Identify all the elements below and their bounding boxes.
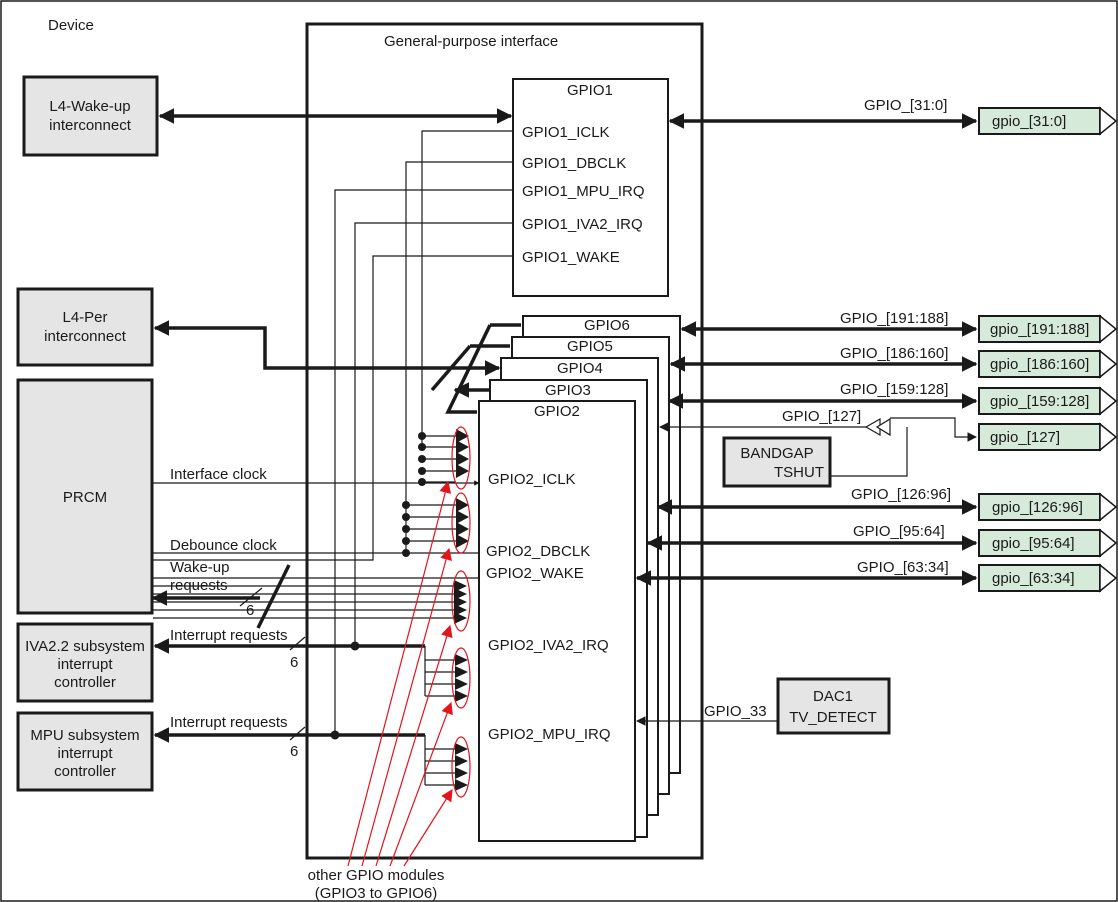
iva-irq-label: Interrupt requests (170, 627, 288, 644)
bandgap-line2: TSHUT (774, 464, 824, 481)
gpio3-label: GPIO3 (545, 382, 591, 399)
pin-gpio-191-188: gpio_[191:188] (978, 314, 1118, 344)
gpio-bus-186-160: GPIO_[186:160] (669, 345, 978, 372)
footnote-line2: (GPIO3 to GPIO6) (315, 885, 438, 902)
mpu-irq-label: Interrupt requests (170, 714, 288, 731)
iva-line3: controller (54, 674, 116, 691)
pin-gpio-63-34: gpio_[63:34] (978, 563, 1118, 593)
bus-label-31-0: GPIO_[31:0] (864, 97, 947, 114)
pin-gpio-31-0: gpio_[31:0] (978, 106, 1118, 136)
l4-wakeup-interconnect: L4-Wake-up interconnect (22, 75, 159, 157)
dac-line1: DAC1 (813, 688, 853, 705)
gpio-bus-159-128: GPIO_[159:128] (667, 381, 978, 409)
other-modules-annotation (347, 426, 471, 867)
gpio2-title: GPIO2 (534, 403, 580, 420)
l4-per-line2: interconnect (44, 328, 127, 345)
gpio2-iva2-irq-label: GPIO2_IVA2_IRQ (488, 637, 609, 654)
bandgap-block: BANDGAP TSHUT (722, 436, 832, 488)
gpio1-iclk-label: GPIO1_ICLK (522, 124, 610, 141)
merge-groups (402, 429, 469, 791)
bus-label-186-160: GPIO_[186:160] (840, 345, 948, 362)
gpio-bus-126-96: GPIO_[126:96] (656, 486, 978, 515)
iva-line2: interrupt (57, 656, 113, 673)
gpio1-title: GPIO1 (567, 82, 613, 99)
device-label: Device (48, 17, 94, 34)
gpio-bus-63-34: GPIO_[63:34] (635, 559, 978, 586)
bus-label-127: GPIO_[127] (782, 408, 861, 425)
interface-clock-label: Interface clock (170, 466, 267, 483)
debounce-clock-label: Debounce clock (170, 537, 277, 554)
gpio-bus-95-64: GPIO_[95:64] (646, 523, 978, 551)
gpio2-wake-label: GPIO2_WAKE (486, 565, 584, 582)
gpio2-iclk-label: GPIO2_ICLK (488, 471, 576, 488)
l4-per-interconnect: L4-Per interconnect (16, 287, 154, 367)
wakeup-width-label: 6 (246, 602, 254, 619)
iva-width-label: 6 (290, 654, 298, 671)
l4-per-bus (153, 320, 501, 376)
pin-label-31-0: gpio_[31:0] (992, 113, 1066, 130)
mpu-interrupt-controller: MPU subsystem interrupt controller (16, 711, 154, 792)
gpio2-module: GPIO2 GPIO2_ICLK GPIO2_DBCLK GPIO2_WAKE … (478, 400, 636, 842)
dac-line2: TV_DETECT (789, 709, 877, 726)
pin-gpio-186-160: gpio_[186:160] (978, 349, 1118, 379)
bus-label-63-34: GPIO_[63:34] (857, 559, 949, 576)
bus-label-159-128: GPIO_[159:128] (840, 381, 948, 398)
prcm-label: PRCM (63, 489, 107, 506)
bus-label-95-64: GPIO_[95:64] (853, 523, 945, 540)
gpio-33-line: GPIO_33 (636, 703, 778, 726)
mpu-line1: MPU subsystem (30, 727, 139, 744)
gpio-bus-191-188: GPIO_[191:188] (680, 310, 978, 337)
gpio2-mpu-irq-label: GPIO2_MPU_IRQ (488, 726, 611, 743)
gpio-bus-31-0: GPIO_[31:0] (668, 97, 978, 129)
pin-gpio-126-96: gpio_[126:96] (978, 492, 1118, 522)
gpio-bus-127: GPIO_[127] (659, 408, 977, 477)
general-purpose-interface-label: General-purpose interface (384, 33, 558, 50)
iva-interrupt-controller: IVA2.2 subsystem interrupt controller (16, 622, 154, 703)
bus-label-191-188: GPIO_[191:188] (840, 310, 948, 327)
pin-label-95-64: gpio_[95:64] (992, 535, 1075, 552)
gpio2-dbclk-label: GPIO2_DBCLK (486, 543, 590, 560)
pin-gpio-127: gpio_[127] (978, 422, 1118, 452)
pin-label-127: gpio_[127] (990, 429, 1060, 446)
mpu-line2: interrupt (57, 745, 113, 762)
l4-per-line1: L4-Per (62, 309, 107, 326)
pin-label-186-160: gpio_[186:160] (990, 356, 1089, 373)
wakeup-bus-lines (151, 564, 479, 629)
gpio1-wake-label: GPIO1_WAKE (522, 249, 620, 266)
gpio5-label: GPIO5 (567, 338, 613, 355)
pin-label-126-96: gpio_[126:96] (992, 499, 1083, 516)
prcm-block: PRCM (16, 378, 154, 615)
l4-wakeup-line2: interconnect (49, 117, 132, 134)
dac-block: DAC1 TV_DETECT (776, 677, 891, 735)
footnote-line1: other GPIO modules (308, 867, 445, 884)
iva-line1: IVA2.2 subsystem (25, 638, 145, 655)
wakeup-label-1: Wake-up (170, 559, 229, 576)
pin-label-191-188: gpio_[191:188] (990, 321, 1089, 338)
gpio1-mpu-irq-label: GPIO1_MPU_IRQ (522, 183, 645, 200)
gpio1-iva2-irq-label: GPIO1_IVA2_IRQ (522, 216, 643, 233)
bus-label-126-96: GPIO_[126:96] (851, 486, 951, 503)
gpio1-module: GPIO1 GPIO1_ICLK GPIO1_DBCLK GPIO1_MPU_I… (512, 78, 669, 297)
l4-wakeup-line1: L4-Wake-up (49, 98, 130, 115)
pin-gpio-95-64: gpio_[95:64] (978, 528, 1118, 558)
l4-per-fanout (430, 323, 521, 414)
general-purpose-interface-box (305, 22, 704, 860)
mpu-width-label: 6 (290, 743, 298, 760)
pin-label-159-128: gpio_[159:128] (990, 393, 1089, 410)
pin-label-63-34: gpio_[63:34] (992, 570, 1075, 587)
gpio6-label: GPIO6 (584, 317, 630, 334)
pin-gpio-159-128: gpio_[159:128] (978, 386, 1118, 416)
mpu-line3: controller (54, 763, 116, 780)
gpio4-label: GPIO4 (557, 360, 603, 377)
bus-label-33: GPIO_33 (704, 703, 767, 720)
gpio1-dbclk-label: GPIO1_DBCLK (522, 155, 626, 172)
bandgap-line1: BANDGAP (740, 445, 813, 462)
